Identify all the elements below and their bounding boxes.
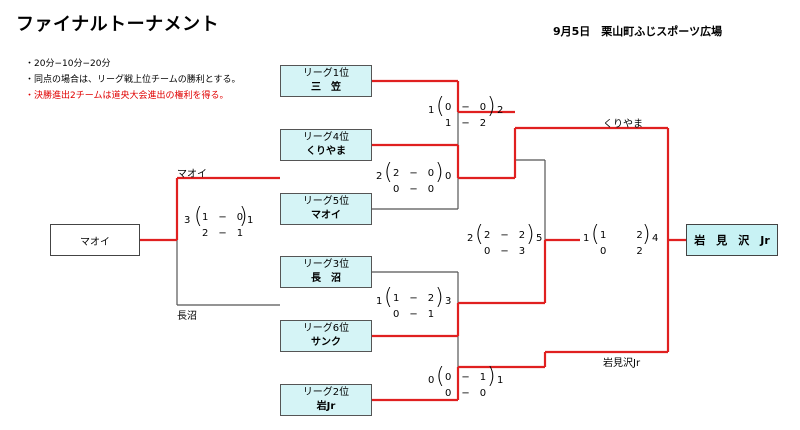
- score-row: 0 − 0: [393, 184, 435, 195]
- champion-box: 岩 見 沢 Jr: [686, 224, 778, 256]
- playin-bottom-label: 長沼: [177, 311, 197, 322]
- date-venue: 9月5日 栗山町ふじスポーツ広場: [553, 25, 723, 38]
- score-right: 0: [445, 171, 452, 182]
- team-box: リーグ2位 岩Jr: [280, 384, 372, 416]
- score-playin: 3 ( 1 − 0 2 − 1 ) 1: [184, 204, 254, 240]
- page-title: ファイナルトーナメント: [16, 14, 220, 35]
- score-left: 2: [467, 233, 474, 244]
- score-row: 2 − 1: [202, 228, 244, 239]
- team-rank: リーグ6位: [302, 323, 350, 334]
- notes: ・20分−10分−20分 ・同点の場合は、リーグ戦上位チームの勝利とする。 ・決…: [25, 56, 240, 104]
- score-right: 5: [536, 233, 543, 244]
- bracket-close: ): [487, 364, 496, 389]
- bracket-open: (: [384, 285, 393, 310]
- team-box: リーグ5位 マオイ: [280, 193, 372, 225]
- score-left: 1: [583, 233, 590, 244]
- bracket-open: (: [436, 364, 445, 389]
- score-final: 1 ( 1 2 0 2 ) 4: [583, 222, 663, 258]
- playin-winner-name: マオイ: [80, 236, 110, 248]
- team-rank: リーグ4位: [302, 132, 350, 143]
- team-name: 長 沼: [311, 273, 341, 284]
- bracket-open: (: [384, 160, 393, 185]
- score-left: 3: [184, 215, 191, 226]
- team-name: 岩Jr: [316, 401, 336, 412]
- score-left: 1: [428, 105, 435, 116]
- champion-name: 岩 見 沢 Jr: [694, 234, 770, 247]
- score-row: 1 − 2: [393, 293, 435, 304]
- team-rank: リーグ1位: [302, 68, 350, 79]
- team-rank: リーグ3位: [302, 259, 350, 270]
- score-match3: 1 ( 1 − 2 0 − 1 ) 3: [376, 285, 456, 321]
- team-rank: リーグ2位: [302, 387, 350, 398]
- bracket-open: (: [591, 222, 600, 247]
- team-box: リーグ1位 三 笠: [280, 65, 372, 97]
- score-semifinal: 2 ( 2 − 2 0 − 3 ) 5: [467, 222, 547, 258]
- playin-top-label: マオイ: [177, 169, 207, 180]
- note-format: ・20分−10分−20分: [25, 59, 111, 69]
- team-box: リーグ3位 長 沼: [280, 256, 372, 288]
- team-name: くりやま: [306, 146, 346, 157]
- team-name: マオイ: [311, 210, 341, 221]
- team-box: リーグ6位 サンク: [280, 320, 372, 352]
- playin-winner-box: マオイ: [50, 224, 140, 256]
- score-right: 1: [247, 215, 254, 226]
- score-row: 2 − 2: [484, 230, 526, 241]
- score-row: 2 − 0: [393, 168, 435, 179]
- bracket-close: ): [526, 222, 535, 247]
- score-match1: 1 ( 0 − 0 1 − 2 ) 2: [428, 94, 508, 130]
- bracket-close: ): [239, 204, 248, 229]
- score-right: 4: [652, 233, 659, 244]
- score-row: 0 − 1: [393, 309, 435, 320]
- bracket-open: (: [194, 204, 203, 229]
- finalist-top-label: くりやま: [603, 119, 643, 130]
- note-qualify: ・決勝進出2チームは道央大会進出の権利を得る。: [25, 91, 229, 101]
- score-left: 1: [376, 296, 383, 307]
- finalist-bottom-label: 岩見沢Jr: [603, 358, 641, 369]
- score-right: 1: [497, 375, 504, 386]
- score-row: 1 − 2: [445, 118, 487, 129]
- team-name: 三 笠: [311, 82, 341, 93]
- score-left: 2: [376, 171, 383, 182]
- bracket-close: ): [642, 222, 651, 247]
- score-row: 0 − 0: [445, 102, 487, 113]
- score-row: 0 2: [600, 246, 643, 257]
- bracket-close: ): [435, 285, 444, 310]
- score-right: 2: [497, 105, 504, 116]
- score-match4: 0 ( 0 − 1 0 − 0 ) 1: [428, 364, 508, 400]
- score-row: 1 − 0: [202, 212, 244, 223]
- score-match2: 2 ( 2 − 0 0 − 0 ) 0: [376, 160, 456, 196]
- score-left: 0: [428, 375, 435, 386]
- score-right: 3: [445, 296, 452, 307]
- score-row: 1 2: [600, 230, 643, 241]
- team-rank: リーグ5位: [302, 196, 350, 207]
- bracket-open: (: [436, 94, 445, 119]
- score-row: 0 − 0: [445, 388, 487, 399]
- team-box: リーグ4位 くりやま: [280, 129, 372, 161]
- bracket-close: ): [435, 160, 444, 185]
- team-name: サンク: [311, 337, 341, 348]
- score-row: 0 − 1: [445, 372, 487, 383]
- score-row: 0 − 3: [484, 246, 526, 257]
- bracket-open: (: [475, 222, 484, 247]
- note-tiebreak: ・同点の場合は、リーグ戦上位チームの勝利とする。: [25, 75, 241, 85]
- bracket-close: ): [487, 94, 496, 119]
